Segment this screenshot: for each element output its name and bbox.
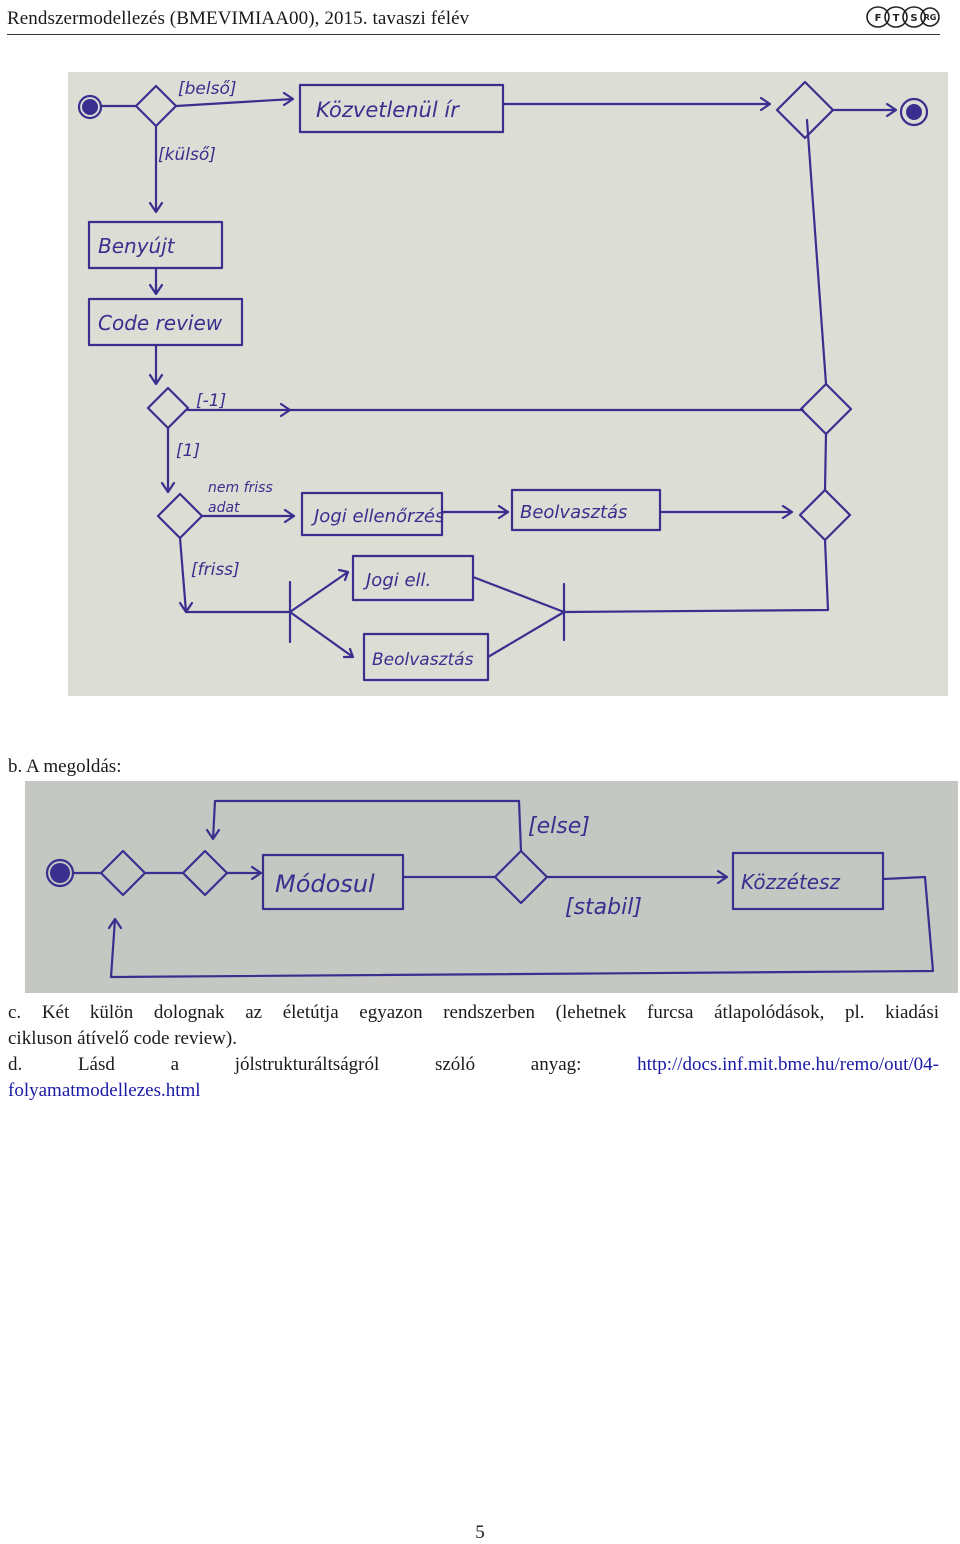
label-one: [1]	[176, 441, 200, 461]
reference-link-part2[interactable]: folyamatmodellezes.html	[8, 1080, 201, 1101]
action-kozzetesz	[731, 851, 885, 911]
paragraph-d-line2: folyamatmodellezes.html	[8, 1078, 939, 1104]
initial-node	[50, 863, 70, 883]
svg-text:RG: RG	[924, 13, 937, 22]
label-minus1: [-1]	[196, 391, 226, 411]
action-beolvasztas-1	[510, 488, 662, 532]
label-benyujt: Benyújt	[98, 234, 176, 258]
edge-jogi-ell-to-join	[471, 575, 566, 614]
caption-b: b. A megoldás:	[8, 756, 122, 777]
edge-else-loop	[205, 799, 523, 853]
label-friss: [friss]	[191, 560, 240, 580]
edge-fork-down	[288, 610, 355, 659]
paragraph-c-line2: cikluson átívelő code review).	[8, 1028, 237, 1049]
edge-to-merge-top	[501, 96, 772, 112]
label-kozvetlenul-ir: Közvetlenül ír	[316, 98, 460, 122]
label-kozzetesz: Közzétesz	[741, 870, 841, 894]
edge-beolv2-to-join	[486, 610, 566, 659]
paper-background	[25, 781, 958, 993]
page-header: Rendszermodellezés (BMEVIMIAA00), 2015. …	[7, 4, 940, 35]
edge-jogi-to-beolv	[440, 504, 510, 520]
edge-return-loop	[107, 875, 935, 979]
action-jogi-ellenorzes	[300, 491, 444, 537]
ftsrg-logo-icon: F T S RG	[866, 6, 940, 28]
label-else: [else]	[528, 814, 590, 839]
edge-b-to-modosul	[225, 865, 263, 881]
final-node	[906, 104, 922, 120]
edge-review-to-decision	[148, 343, 164, 386]
label-kulso: [külső]	[158, 145, 216, 165]
label-adat: adat	[208, 500, 240, 516]
svg-text:S: S	[910, 13, 917, 24]
edge-nem-friss	[200, 508, 296, 524]
paper-background	[68, 72, 948, 696]
decision-node-b	[181, 849, 229, 897]
svg-text:F: F	[875, 13, 882, 24]
edge-belso	[174, 91, 295, 108]
paragraph-d-line1: d. Lásd a jólstrukturáltságról szóló any…	[8, 1052, 939, 1078]
label-beolvasztas-2: Beolvasztás	[372, 650, 474, 670]
hand-drawn-activity-diagram-2: Módosul [else] [stabil] Közzétesz	[25, 781, 958, 993]
initial-node	[82, 99, 98, 115]
svg-text:T: T	[893, 13, 900, 24]
label-belso: [belső]	[178, 79, 237, 99]
edge-merge-lower-up	[823, 432, 828, 492]
edge-benyujt-to-review	[148, 266, 164, 296]
label-modosul: Módosul	[275, 870, 375, 898]
edge-merge-middle-up	[805, 118, 828, 386]
paragraph-d-prefix: d. Lásd a jólstrukturáltságról szóló any…	[8, 1054, 582, 1075]
label-jogi-ellenorzes: Jogi ellenőrzés	[311, 506, 444, 527]
action-kozvetlenul-ir	[298, 83, 505, 134]
action-modosul	[261, 853, 405, 911]
page-number: 5	[475, 1522, 485, 1543]
header-title: Rendszermodellezés (BMEVIMIAA00), 2015. …	[7, 8, 470, 29]
edge-to-final	[831, 102, 898, 118]
final-node-ring	[899, 97, 929, 127]
edge-kulso	[148, 124, 164, 214]
merge-node-top	[775, 80, 835, 140]
label-jogi-ell: Jogi ell.	[363, 570, 431, 591]
label-stabil: [stabil]	[565, 895, 642, 920]
edge-one	[160, 426, 176, 494]
label-beolvasztas-1: Beolvasztás	[520, 502, 627, 523]
edge-fork-up	[288, 568, 350, 614]
reference-link-part1[interactable]: http://docs.inf.mit.bme.hu/remo/out/04-	[637, 1054, 939, 1075]
edge-beolv-to-merge	[658, 504, 794, 520]
hand-drawn-activity-diagram-1: [belső] Közvetlenül ír [külső] Benyújt C…	[68, 72, 948, 696]
action-code-review	[87, 297, 244, 347]
decision-node-c	[493, 849, 549, 905]
label-code-review: Code review	[98, 311, 223, 335]
decision-node-a	[99, 849, 147, 897]
paragraph-c-line1: c. Két külön dolognak az életútja egyazo…	[8, 1002, 939, 1023]
edge-join-to-merge	[562, 538, 830, 614]
label-nem-friss: nem friss	[208, 480, 273, 496]
edge-stabil	[545, 869, 729, 885]
